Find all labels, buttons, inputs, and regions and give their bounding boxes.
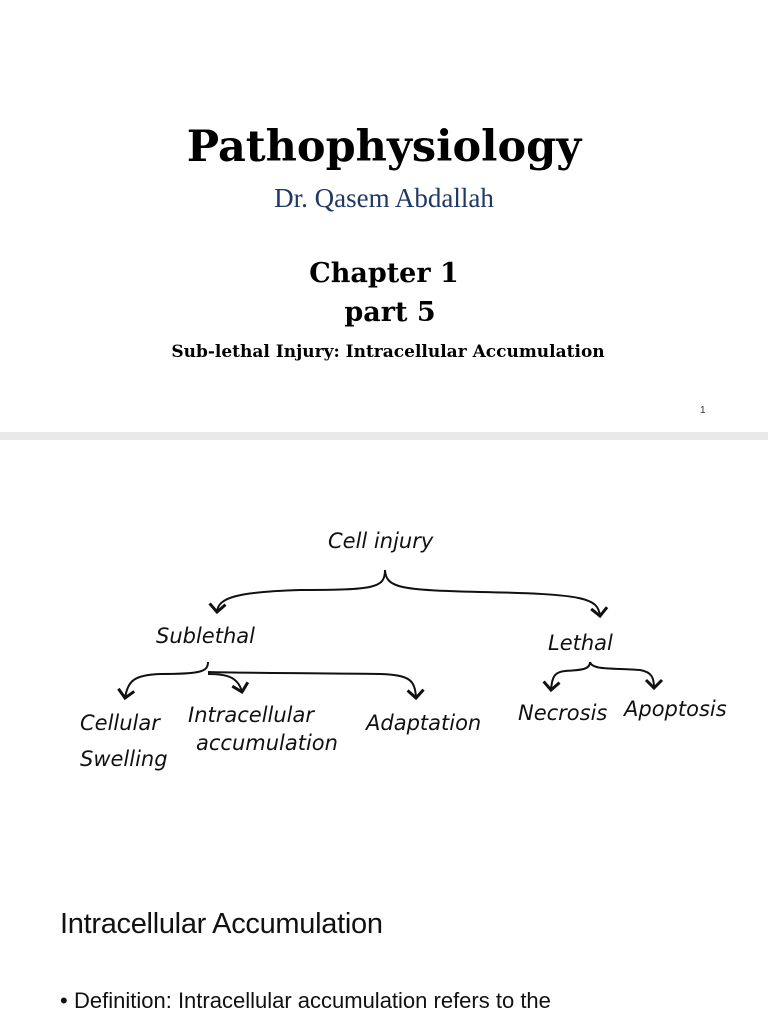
author-name: Dr. Qasem Abdallah: [274, 183, 494, 213]
sublethal-connector-mid: [207, 673, 250, 695]
lethal-connector: [542, 661, 591, 693]
title-slide: Pathophysiology Dr. Qasem Abdallah Chapt…: [0, 0, 768, 432]
page-number: 1: [700, 405, 706, 416]
leaf-intracellular: Intracellular: [188, 703, 315, 727]
branch-sublethal: Sublethal: [156, 624, 255, 648]
slide-subtitle: Sub-lethal Injury: Intracellular Accumul…: [171, 342, 605, 362]
bullet-symbol: •: [60, 988, 68, 1013]
section-heading: Intracellular Accumulation: [60, 908, 383, 940]
slide-title: Pathophysiology: [186, 122, 582, 172]
leaf-apoptosis: Apoptosis: [622, 697, 727, 721]
leaf-swelling: Swelling: [80, 747, 168, 771]
root-connector: [208, 569, 386, 615]
bullet-text: Definition: Intracellular accumulation r…: [74, 988, 551, 1013]
sublethal-connector: [117, 661, 209, 701]
leaf-adaptation: Adaptation: [364, 711, 481, 735]
part-label: part 5: [344, 297, 436, 328]
leaf-necrosis: Necrosis: [518, 701, 607, 725]
root-connector-right: [384, 569, 609, 619]
branch-lethal: Lethal: [548, 631, 613, 655]
chapter-label: Chapter 1: [309, 258, 459, 289]
leaf-cellular: Cellular: [80, 711, 161, 735]
lethal-connector-right: [589, 661, 664, 691]
sublethal-connector-right: [207, 671, 425, 701]
definition-bullet: •Definition: Intracellular accumulation …: [60, 986, 768, 1016]
leaf-accumulation: accumulation: [196, 731, 338, 755]
content-slide: Cell injury Sublethal Cellular Swelling …: [0, 440, 768, 1024]
diagram-root: Cell injury: [328, 529, 434, 553]
cell-injury-diagram: Cell injury Sublethal Cellular Swelling …: [80, 529, 727, 771]
